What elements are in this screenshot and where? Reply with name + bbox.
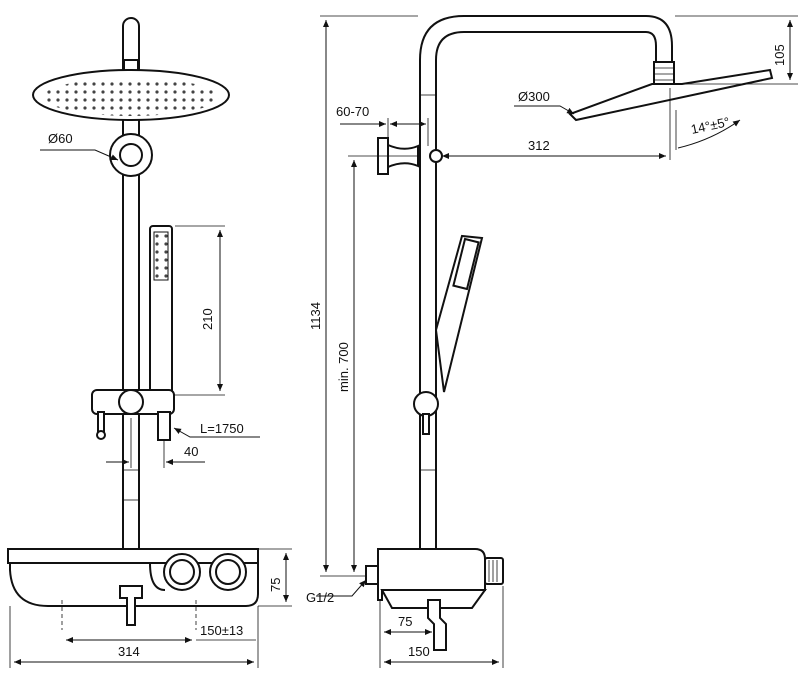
dim-body-depth: 150 <box>384 586 504 668</box>
shower-head-front <box>32 59 230 121</box>
dim-outlet-offset-label: 75 <box>398 614 412 629</box>
front-view: Ø60 210 L=1750 40 75 <box>7 17 292 668</box>
dim-body-height-label: 75 <box>268 578 283 592</box>
dim-arm-projection-label: 312 <box>528 138 550 153</box>
dim-hand-shower-length-label: 210 <box>200 308 215 330</box>
dim-body-width-label: 314 <box>118 644 140 659</box>
dim-hand-shower-length: 210 <box>175 225 225 396</box>
dim-body-depth-label: 150 <box>408 644 430 659</box>
hand-shower-side <box>413 234 484 435</box>
dim-bracket-range: 60-70 <box>336 104 429 146</box>
dim-min-install-height: min. 700 <box>336 155 420 572</box>
dim-tilt-angle-label: 14°±5° <box>690 114 731 137</box>
dim-total-height-label: 1134 <box>308 302 323 330</box>
dim-inlet-spacing: 150±13 <box>66 623 256 643</box>
dim-holder-offset: 40 <box>106 418 205 468</box>
riser-arm-side <box>419 15 673 560</box>
side-view: 1134 60-70 105 Ø300 312 <box>306 15 798 668</box>
dim-rose-diameter: Ø60 <box>40 131 119 161</box>
dim-holder-offset-label: 40 <box>184 444 198 459</box>
dim-hose-length: L=1750 <box>173 421 260 438</box>
hand-shower-front <box>149 225 173 395</box>
dim-tilt-angle: 14°±5° <box>675 110 741 150</box>
dim-arm-drop-label: 105 <box>772 44 787 66</box>
dim-inlet-thread-label: G1/2 <box>306 590 334 605</box>
dim-inlet-thread: G1/2 <box>306 579 367 605</box>
dim-body-height: 75 <box>258 548 292 607</box>
dim-bracket-range-label: 60-70 <box>336 104 369 119</box>
dim-min-install-height-label: min. 700 <box>336 342 351 392</box>
slider-holder-front <box>91 389 175 441</box>
shower-head-side <box>568 61 774 122</box>
dim-inlet-spacing-label: 150±13 <box>200 623 243 638</box>
dim-arm-drop: 105 <box>675 15 798 85</box>
dim-total-height: 1134 <box>308 15 418 577</box>
thermostat-body-front <box>7 548 259 630</box>
dim-head-diameter: Ø300 <box>514 89 575 115</box>
dim-rose-diameter-label: Ø60 <box>48 131 73 146</box>
dim-arm-projection: 312 <box>442 88 671 160</box>
dim-head-diameter-label: Ø300 <box>518 89 550 104</box>
dim-hose-length-label: L=1750 <box>200 421 244 436</box>
dim-outlet-offset: 75 <box>379 600 435 668</box>
wall-bracket-front <box>109 133 153 177</box>
thermostat-body-side <box>365 548 504 651</box>
dim-body-width: 314 <box>9 606 259 668</box>
